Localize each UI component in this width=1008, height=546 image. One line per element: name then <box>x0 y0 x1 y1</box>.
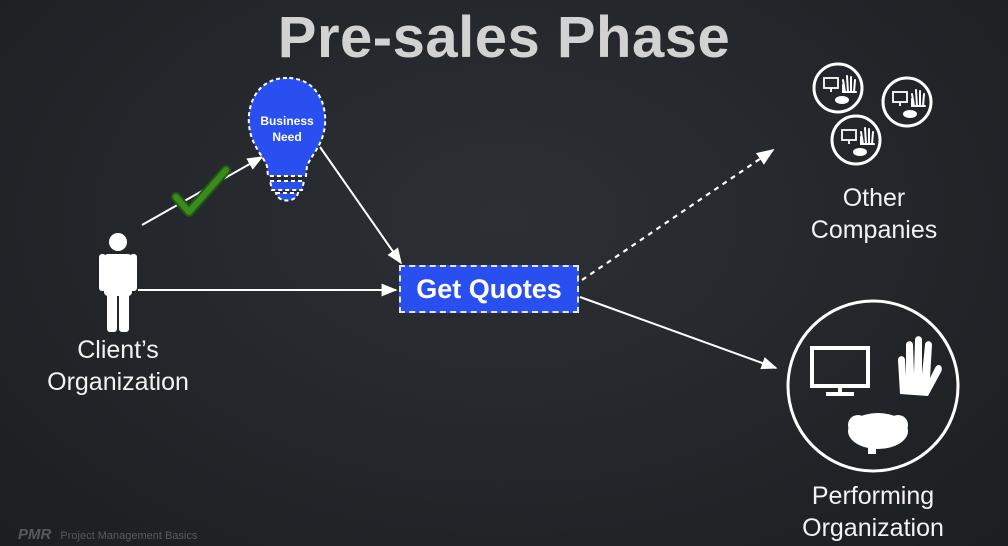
brain-icon <box>903 110 917 118</box>
monitor-icon <box>841 129 857 141</box>
client-organization-label: Client’s Organization <box>47 336 189 396</box>
monitor-icon <box>810 346 870 396</box>
watermark-text: Project Management Basics <box>60 530 198 542</box>
business-need-label: Business Need <box>260 114 314 144</box>
watermark-logo: PMR <box>18 526 52 543</box>
get-quotes-box: Get Quotes <box>399 265 579 313</box>
company-circle <box>812 62 864 114</box>
slide-title: Pre-sales Phase <box>277 5 731 70</box>
lightbulb-icon <box>247 76 327 202</box>
company-circle <box>830 114 882 166</box>
company-circle <box>881 76 933 128</box>
arrow-quotes-to-other <box>581 149 775 281</box>
checkmark-icon <box>171 165 231 217</box>
performing-organization-label: Performing Organization <box>802 482 944 542</box>
hand-icon <box>842 75 857 93</box>
hand-icon <box>911 89 926 107</box>
brain-icon <box>835 96 849 104</box>
person-icon <box>99 233 137 332</box>
hand-icon <box>860 127 875 145</box>
arrow-need-to-quotes <box>319 146 402 265</box>
arrow-quotes-to-performing <box>579 296 778 370</box>
performing-org-circle <box>786 299 960 473</box>
brain-icon <box>848 413 908 454</box>
other-companies-label: Other Companies <box>810 184 938 244</box>
hand-icon <box>898 336 942 396</box>
brain-icon <box>853 148 867 156</box>
monitor-icon <box>823 77 839 89</box>
watermark: PMR Project Management Basics <box>18 526 197 543</box>
monitor-icon <box>892 91 908 103</box>
